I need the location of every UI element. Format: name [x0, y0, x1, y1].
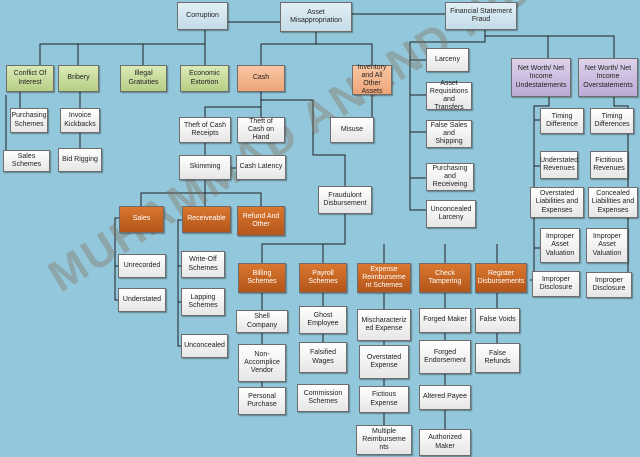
node-unconcealed: Unconcealed: [181, 334, 228, 358]
node-purchasing-receiving: Purchasing and Receiveing: [426, 163, 474, 191]
node-forged-endorsement: Forged Endorsement: [419, 340, 471, 374]
node-financial-statement-fraud: Financial Statement Fraud: [445, 2, 517, 30]
node-fictious-expense: Fictious Expense: [359, 386, 409, 413]
node-economic-extortion: Economic Extortion: [180, 65, 229, 92]
node-falsified-wages: Falsified Wages: [299, 342, 347, 373]
node-fictitious-revenues: Fictitious Revenues: [590, 151, 628, 179]
node-overstated-liabilities: Overstated Liabilities and Expenses: [530, 187, 584, 218]
node-improper-disclosure-under: Improper Disclosure: [532, 271, 580, 297]
node-multiple-reimbursements: Multiple Reimburseme nts: [356, 425, 412, 455]
node-asset-misappropriation: Asset Misappropriation: [280, 2, 352, 32]
node-corruption: Corruption: [177, 2, 228, 30]
node-overstated-expense: Overstated Expense: [359, 345, 409, 379]
node-refund-and-other: Refund And Other: [237, 206, 285, 236]
node-check-tampering: Check Tampering: [419, 263, 471, 293]
node-cash-latency: Cash Latency: [236, 155, 286, 180]
node-misuse: Misuse: [330, 117, 374, 143]
node-false-voids: False Voids: [475, 308, 520, 333]
node-illegal-gratuities: Illegal Gratuities: [120, 65, 167, 92]
node-net-worth-understatements: Net Worth/ Net Income Undestatements: [511, 58, 571, 97]
node-theft-cash-receipts: Theft of Cash Receipts: [179, 117, 231, 143]
node-fraudulent-disbursement: Fraudulont Disbursement: [318, 186, 372, 214]
node-sales: Sales: [119, 206, 164, 233]
node-asset-requisitions: Asset Requisitions and Transfers: [426, 80, 472, 111]
node-skimming: Skimming: [179, 155, 231, 180]
node-payroll-schemes: Payroll Schemes: [299, 263, 347, 293]
node-unrecorded: Unrecorded: [118, 254, 166, 278]
node-billing-schemes: Billing Schemes: [238, 263, 286, 293]
node-ghost-employee: Ghost Employee: [299, 306, 347, 334]
node-concealed-liabilities: Concealed Liabilities and Expenses: [588, 187, 638, 218]
node-expense-reimbursement: Expense Reimburseme nt Schemes: [357, 263, 411, 293]
node-timing-differences-over: Timing Differences: [590, 108, 634, 134]
node-shell-company: Shell Company: [236, 310, 288, 333]
node-larceny: Larceny: [426, 48, 469, 72]
node-forged-maker: Forged Maker: [419, 308, 471, 333]
node-receiveable: Receiveable: [182, 206, 231, 233]
node-mischaracterized-expense: Mischaracteriz ed Expense: [357, 309, 411, 341]
node-non-accomplice-vendor: Non-Accomplice Vendor: [238, 344, 286, 382]
node-false-sales-shipping: False Sales and Shipping: [426, 120, 472, 148]
node-improper-disclosure-over: Improper Disclosure: [586, 272, 632, 298]
node-bribery: Bribery: [58, 65, 99, 92]
node-register-disbursements: Register Disbursements: [475, 263, 527, 293]
node-altered-payee: Altered Payee: [419, 385, 471, 410]
node-understated-revenues: Understated Revenues: [540, 151, 578, 179]
node-lapping-schemes: Lapping Schemes: [181, 288, 225, 316]
node-bid-rigging: Bid Rigging: [58, 148, 102, 172]
node-cash: Cash: [237, 65, 285, 92]
node-improper-valuation-over: Improper Asset Valuation: [586, 228, 628, 263]
node-inventory-other-assets: Inventory and All Other Assets: [352, 64, 392, 95]
node-purchasing-schemes: Purchasing Schemes: [10, 108, 48, 133]
node-conflict-of-interest: Conflict Of Interest: [6, 65, 54, 92]
node-net-worth-overstatements: Net Worth/ Net Income Overstatements: [578, 58, 638, 97]
node-theft-cash-on-hand: Theft of Cash on Hand: [237, 117, 285, 143]
node-commission-schemes: Commission Schemes: [297, 384, 349, 412]
node-improper-valuation-under: Improper Asset Valuation: [540, 228, 580, 263]
node-understated: Understated: [118, 288, 166, 312]
node-sales-schemes: Sales Schemes: [3, 150, 50, 172]
node-false-refunds: False Refunds: [475, 343, 520, 373]
node-unconcealed-larceny: Unconcealed Larceny: [426, 200, 476, 228]
node-personal-purchase: Personal Purchase: [238, 387, 286, 415]
node-authorized-maker: Authorized Maker: [419, 429, 471, 456]
node-invoice-kickbacks: Invoice Kickbacks: [60, 108, 100, 133]
node-write-off-schemes: Write-Off Schemes: [181, 251, 225, 278]
node-timing-difference-under: Timing Difference: [540, 108, 584, 134]
